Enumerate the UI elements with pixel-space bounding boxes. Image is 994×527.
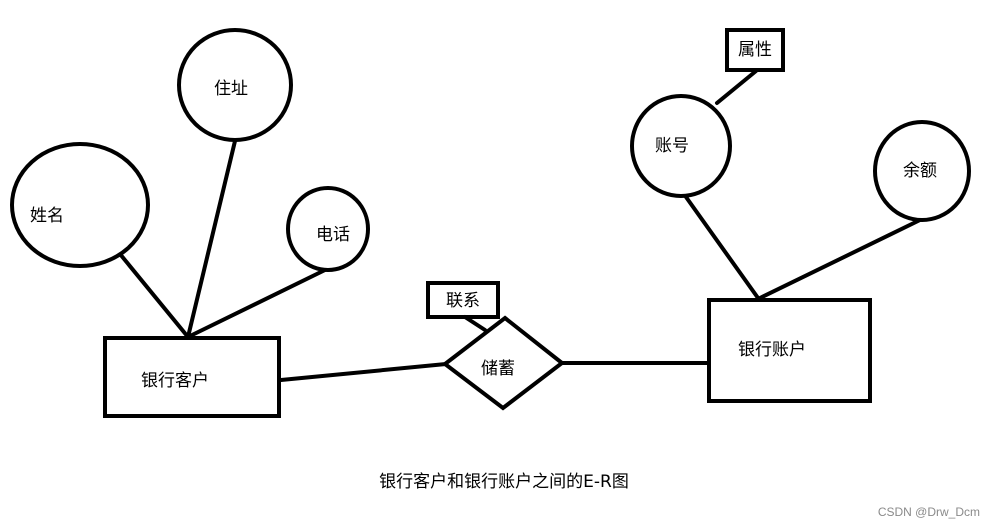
entity-customer-box (103, 336, 281, 418)
diagram-caption: 银行客户和银行账户之间的E-R图 (379, 472, 629, 492)
line-customer-to-relationship (279, 362, 448, 382)
relationship-label: 储蓄 (481, 359, 515, 379)
entity-account-box (707, 298, 872, 403)
attribute-balance-ellipse (873, 120, 971, 222)
attribute-phone-label: 电话 (316, 225, 350, 245)
attribute-name-ellipse (10, 142, 150, 268)
attribute-address-ellipse (177, 28, 293, 142)
line-address-to-customer (186, 139, 237, 339)
line-attribute-note-to-account-number (715, 69, 758, 105)
attribute-phone-ellipse (286, 186, 370, 272)
entity-customer-label: 银行客户 (141, 371, 209, 391)
entity-customer: 银行客户 (103, 336, 281, 418)
line-phone-to-customer (186, 268, 327, 339)
attribute-note-box (725, 28, 785, 72)
relationship-diamond (441, 315, 566, 411)
attribute-phone: 电话 (286, 186, 370, 272)
line-name-to-customer (118, 252, 190, 339)
relationship-note-label: 联系 (446, 291, 480, 311)
attribute-name-label: 姓名 (30, 206, 64, 226)
connector-lines (118, 69, 922, 382)
entity-account-label: 银行账户 (738, 340, 806, 360)
attribute-address-label: 住址 (214, 79, 248, 99)
relationship-savings: 储蓄 (441, 315, 566, 411)
attribute-account-number: 账号 (630, 94, 732, 198)
line-balance-to-account (758, 218, 922, 300)
watermark: CSDN @Drw_Dcm (878, 505, 980, 519)
relationship-note: 联系 (426, 281, 500, 319)
attribute-name: 姓名 (10, 142, 150, 268)
line-account-number-to-account (684, 195, 760, 300)
entity-account: 银行账户 (707, 298, 872, 403)
attribute-address: 住址 (177, 28, 293, 142)
attribute-note-label: 属性 (738, 40, 772, 60)
attribute-account-number-label: 账号 (655, 136, 689, 156)
relationship-note-box (426, 281, 500, 319)
attribute-balance: 余额 (873, 120, 971, 222)
attribute-note: 属性 (725, 28, 785, 72)
line-relationship-note-to-relationship (463, 315, 487, 332)
attribute-balance-label: 余额 (903, 161, 937, 181)
attribute-account-number-ellipse (630, 94, 732, 198)
